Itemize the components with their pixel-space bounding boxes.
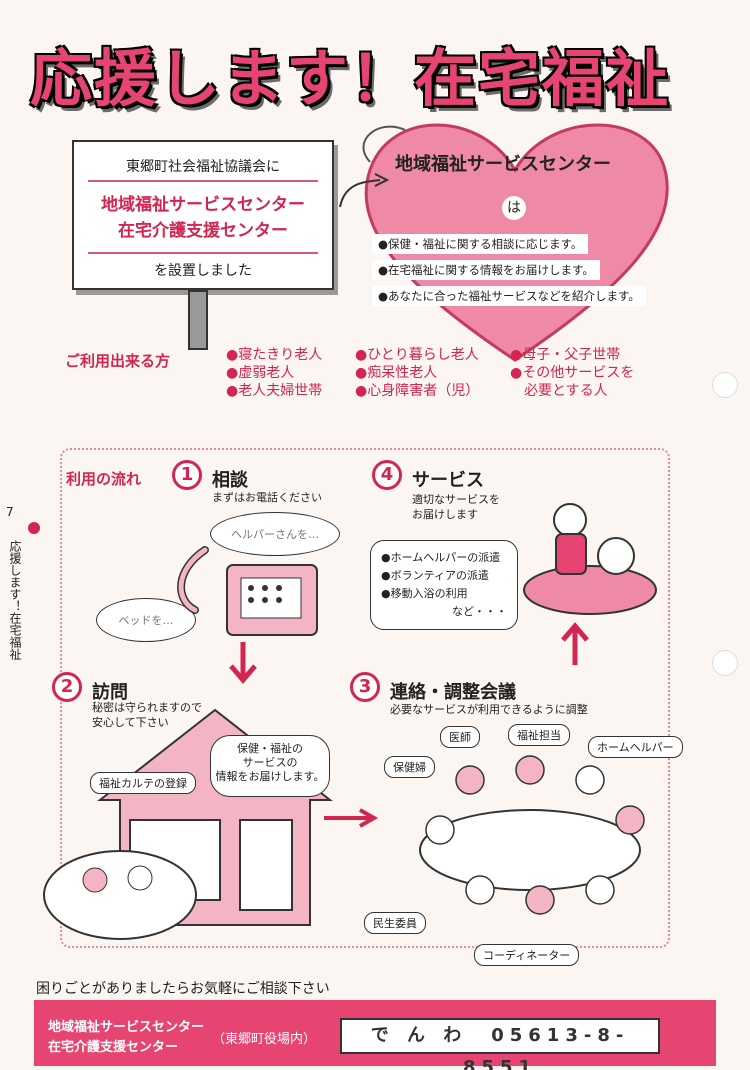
- up-arrow-icon: [561, 622, 589, 665]
- sign-board: 東郷町社会福祉協議会に 地域福祉サービスセンター 在宅介護支援センター を設置し…: [72, 140, 334, 290]
- side-label: 応援します！在宅福祉: [8, 540, 22, 660]
- footer-name-line: 在宅介護支援センター: [48, 1040, 179, 1055]
- step3-desc: 必要なサービスが利用できるように調整: [390, 703, 588, 716]
- step4-title: サービス: [412, 470, 484, 491]
- service-list-item: ●ホームヘルパーの派遣: [381, 551, 501, 564]
- family-illustration: [43, 850, 197, 940]
- speech-bubble: ヘルパーさんを…: [210, 512, 340, 556]
- eligible-col3: ●母子・父子世帯 ●その他サービスを 必要とする人: [510, 346, 634, 400]
- sign-post: [188, 290, 208, 350]
- step4-desc2: お届けします: [412, 508, 478, 521]
- binder-hole: [712, 650, 738, 676]
- sign-line4: を設置しました: [88, 252, 318, 280]
- eligible-item: ●その他サービスを: [510, 365, 635, 381]
- sign-center1: 地域福祉サービスセンター: [101, 195, 305, 215]
- eligible-item: ●ひとり暮らし老人: [355, 347, 479, 363]
- role-tag: コーディネーター: [474, 944, 580, 966]
- binder-hole: [712, 372, 738, 398]
- down-arrow-icon: [229, 642, 257, 684]
- role-tag: 保健婦: [384, 756, 435, 778]
- info-bubble: 保健・福祉の サービスの 情報をお届けします。: [210, 735, 330, 797]
- speech-bubble: ベッドを…: [96, 598, 196, 642]
- step1-title: 相談: [212, 470, 248, 491]
- eligible-col1: ●寝たきり老人 ●虚弱老人 ●老人夫婦世帯: [226, 346, 322, 400]
- eligible-item: ●虚弱老人: [226, 365, 295, 381]
- step4-number: 4: [372, 460, 402, 490]
- step2-desc2: 安心して下さい: [92, 716, 169, 729]
- step2-desc1: 秘密は守られますので: [92, 701, 202, 714]
- service-item: ●在宅福祉に関する情報をお届けします。: [372, 260, 600, 280]
- telephone-icon: [177, 546, 318, 636]
- heart-title: 地域福祉サービスセンター: [395, 154, 611, 175]
- step2-number: 2: [52, 672, 82, 702]
- footer-name: 地域福祉サービスセンター 在宅介護支援センター: [48, 1018, 204, 1058]
- eligible-item: ●痴呆性老人: [355, 365, 438, 381]
- info-tag: 福祉カルテの登録: [90, 772, 196, 794]
- phone-number[interactable]: で ん わ 05613-8-8551: [340, 1018, 660, 1070]
- eligible-item: ●寝たきり老人: [226, 347, 323, 363]
- role-tag: 福祉担当: [508, 724, 570, 746]
- footer-location: （東郷町役場内）: [212, 1032, 317, 1047]
- arrow-icon: [339, 173, 390, 208]
- eligible-item: ●心身障害者（児）: [355, 383, 480, 399]
- page-number: 7: [6, 505, 14, 519]
- info-line: サービスの: [242, 756, 298, 769]
- eligible-item: 必要とする人: [510, 383, 608, 399]
- footer-name-line: 地域福祉サービスセンター: [48, 1020, 205, 1035]
- service-list-item: ●ボランティアの派遣: [381, 569, 489, 582]
- service-list: ●ホームヘルパーの派遣 ●ボランティアの派遣 ●移動入浴の利用 など・・・: [370, 540, 518, 630]
- flow-label: 利用の流れ: [62, 468, 146, 489]
- eligible-label: ご利用出来る方: [65, 352, 171, 370]
- service-item: ●保健・福祉に関する相談に応じます。: [372, 234, 589, 254]
- side-dot: [28, 522, 40, 534]
- step1-desc: まずはお電話ください: [212, 491, 322, 504]
- heart-ha: は: [502, 196, 526, 220]
- right-arrow-icon: [324, 808, 379, 828]
- step2-title: 訪問: [92, 682, 128, 703]
- sign-line1: 東郷町社会福祉協議会に: [88, 156, 318, 182]
- service-item: ●あなたに合った福祉サービスなどを紹介します。: [372, 286, 646, 306]
- step1-number: 1: [172, 460, 202, 490]
- role-tag: ホームヘルパー: [588, 736, 683, 758]
- step4-desc1: 適切なサービスを: [412, 493, 500, 506]
- sign-center2: 在宅介護支援センター: [118, 221, 288, 241]
- step3-title: 連絡・調整会議: [390, 682, 516, 703]
- eligible-item: ●母子・父子世帯: [510, 347, 621, 363]
- page-title: 応援します！在宅福祉: [30, 42, 671, 115]
- service-list-item: ●移動入浴の利用: [381, 587, 468, 600]
- info-line: 保健・福祉の: [237, 742, 303, 755]
- role-tag: 医師: [440, 726, 480, 748]
- eligible-col2: ●ひとり暮らし老人 ●痴呆性老人 ●心身障害者（児）: [355, 346, 479, 400]
- role-tag: 民生委員: [364, 912, 426, 934]
- info-line: 情報をお届けします。: [215, 770, 325, 783]
- eligible-item: ●老人夫婦世帯: [226, 383, 323, 399]
- bath-illustration: [523, 503, 657, 615]
- step3-number: 3: [350, 672, 380, 702]
- footer-message: 困りごとがありましたらお気軽にご相談下さい: [36, 981, 330, 997]
- meeting-illustration: [419, 755, 645, 915]
- service-list-etc: など・・・: [452, 605, 507, 618]
